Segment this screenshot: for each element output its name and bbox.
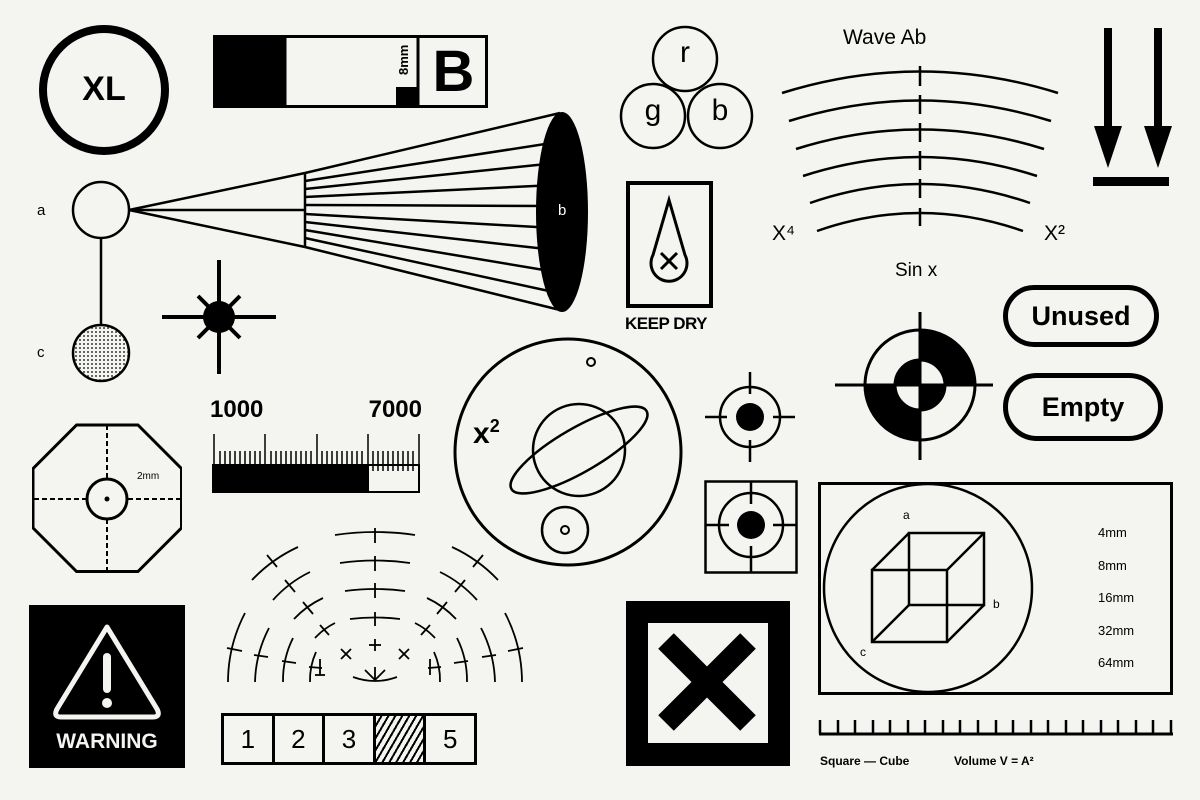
circle-label-r: r [680,36,690,69]
step-cell: 3 [325,716,376,762]
boxed-crosshair-icon [704,480,798,574]
wave-right-label: X² [1044,222,1065,245]
footer-left-caption: Square — Cube [820,754,910,768]
xl-size-badge: XL [38,24,170,156]
planet-diagram: x2 [448,334,688,574]
circle-label-b: b [711,94,729,127]
drop-with-x-icon [649,194,689,283]
double-down-arrow-icon [1090,28,1172,188]
boxed-x-icon [626,601,790,766]
unused-pill: Unused [1003,285,1159,347]
target-title: Sin x [895,260,938,281]
ruler-min-label: 1000 [210,396,264,423]
cube-panel: a b c 4mm 8mm 16mm 32mm 64mm [818,482,1174,696]
size-item: 64mm [1098,655,1135,670]
warning-sign: WARNING [29,605,185,768]
wave-diagram: Wave Ab X⁴ X² [760,10,1080,250]
range-ruler: 1000 7000 [210,396,425,496]
keep-dry-symbol: KEEP DRY [625,180,720,335]
planet-label: x2 [473,416,500,451]
step-cell: 2 [275,716,326,762]
radial-arcs-diagram [225,525,525,690]
wave-title: Wave Ab [843,26,927,49]
size-label: 8mm [396,44,411,75]
cone-diagram: a c b [30,110,600,390]
grade-letter: B [432,39,475,104]
planet-label-exponent: 2 [489,416,500,436]
crosshair-icon [705,372,795,462]
color-bar-card: 8mm B [213,35,488,108]
octagon-diagram: 2mm [31,423,183,575]
node-label-a: a [37,202,46,219]
circle-label-g: g [644,94,662,127]
xl-label: XL [82,70,126,108]
keep-dry-label: KEEP DRY [625,314,707,333]
node-label-c: c [37,344,45,361]
footer-scale: Square — Cube Volume V = A² [818,720,1178,780]
cone-label-b: b [558,202,567,219]
size-item: 16mm [1098,590,1135,605]
step-cell: 1 [224,716,275,762]
footer-right-caption: Volume V = A² [954,754,1034,768]
warning-triangle-icon [53,624,161,720]
warning-label: WARNING [56,730,158,753]
step-indicator: 1 2 3 5 [221,713,477,765]
empty-pill: Empty [1003,373,1163,441]
cube-label-a: a [903,508,910,522]
planet-label-base: x [473,417,490,450]
starburst-icon [160,258,278,376]
size-item: 4mm [1098,525,1127,540]
cube-label-b: b [993,597,1000,611]
cube-label-c: c [860,645,866,659]
ruler-max-label: 7000 [368,396,422,423]
step-cell: 5 [442,724,458,754]
sin-x-target: Sin x [835,260,995,460]
wave-left-label: X⁴ [772,222,796,245]
size-item: 32mm [1098,622,1135,638]
size-list: 4mm 8mm 16mm 32mm 64mm [1098,517,1134,680]
step-cell-hatched [375,716,427,762]
rgb-circles: r g b [618,24,758,154]
size-item: 8mm [1098,557,1127,573]
octagon-label: 2mm [137,471,160,482]
